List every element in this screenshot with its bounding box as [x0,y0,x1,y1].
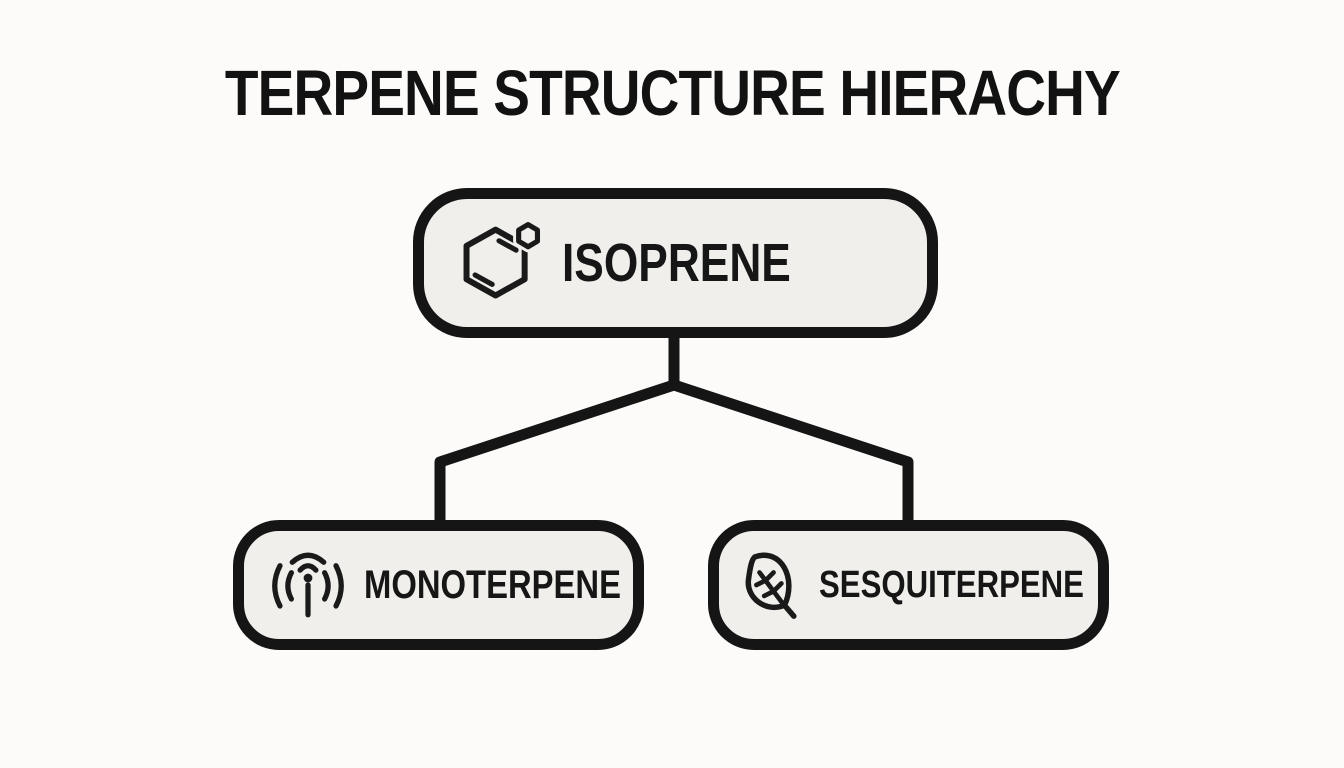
node-monoterpene: MONOTERPENE [233,520,644,650]
node-sesquiterpene-label: SESQUITERPENE [819,563,1084,606]
node-isoprene-label: ISOPRENE [562,233,791,293]
node-sesquiterpene: SESQUITERPENE [708,520,1109,650]
node-monoterpene-label: MONOTERPENE [364,562,621,607]
node-isoprene: ISOPRENE [413,188,938,338]
page-title-text: TERPENE STRUCTURE HIERACHY [224,57,1120,129]
broadcast-antenna-icon [272,552,344,618]
leaf-icon [745,552,797,619]
molecule-hexagon-icon [463,218,542,299]
page-title: TERPENE STRUCTURE HIERACHY [0,56,1344,130]
